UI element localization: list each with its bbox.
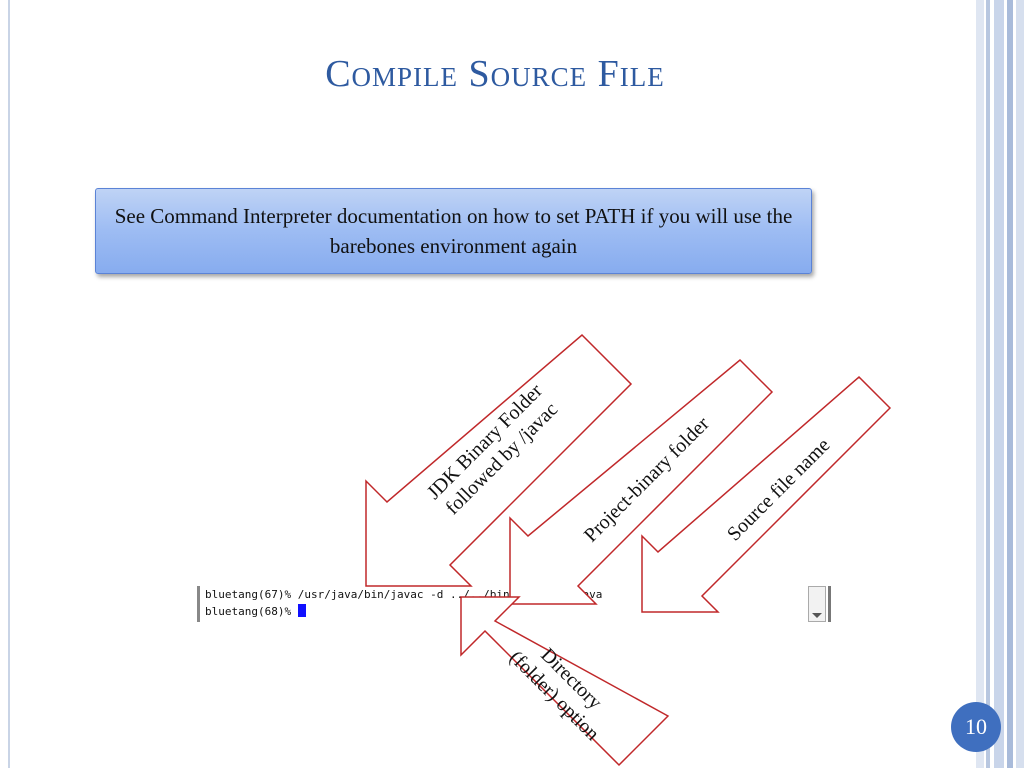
left-border-rule — [8, 0, 10, 768]
terminal-scrollbar[interactable] — [808, 586, 826, 622]
terminal-prompt: bluetang(68)% — [205, 605, 298, 618]
text-cursor — [297, 604, 306, 617]
scroll-down-arrow-icon[interactable] — [812, 613, 822, 618]
terminal-left-edge — [197, 586, 200, 622]
terminal-right-edge — [828, 586, 831, 622]
terminal-prompt-line[interactable]: bluetang(68)% — [205, 604, 306, 618]
slide-title: Compile Source File — [325, 53, 665, 95]
directory-option-arrow: Directory (folder) option — [460, 596, 670, 767]
callout-text: See Command Interpreter documentation on… — [114, 204, 793, 258]
right-border-stripes — [976, 0, 1024, 768]
path-note-callout: See Command Interpreter documentation on… — [95, 188, 812, 274]
page-number-badge: 10 — [951, 702, 1001, 752]
